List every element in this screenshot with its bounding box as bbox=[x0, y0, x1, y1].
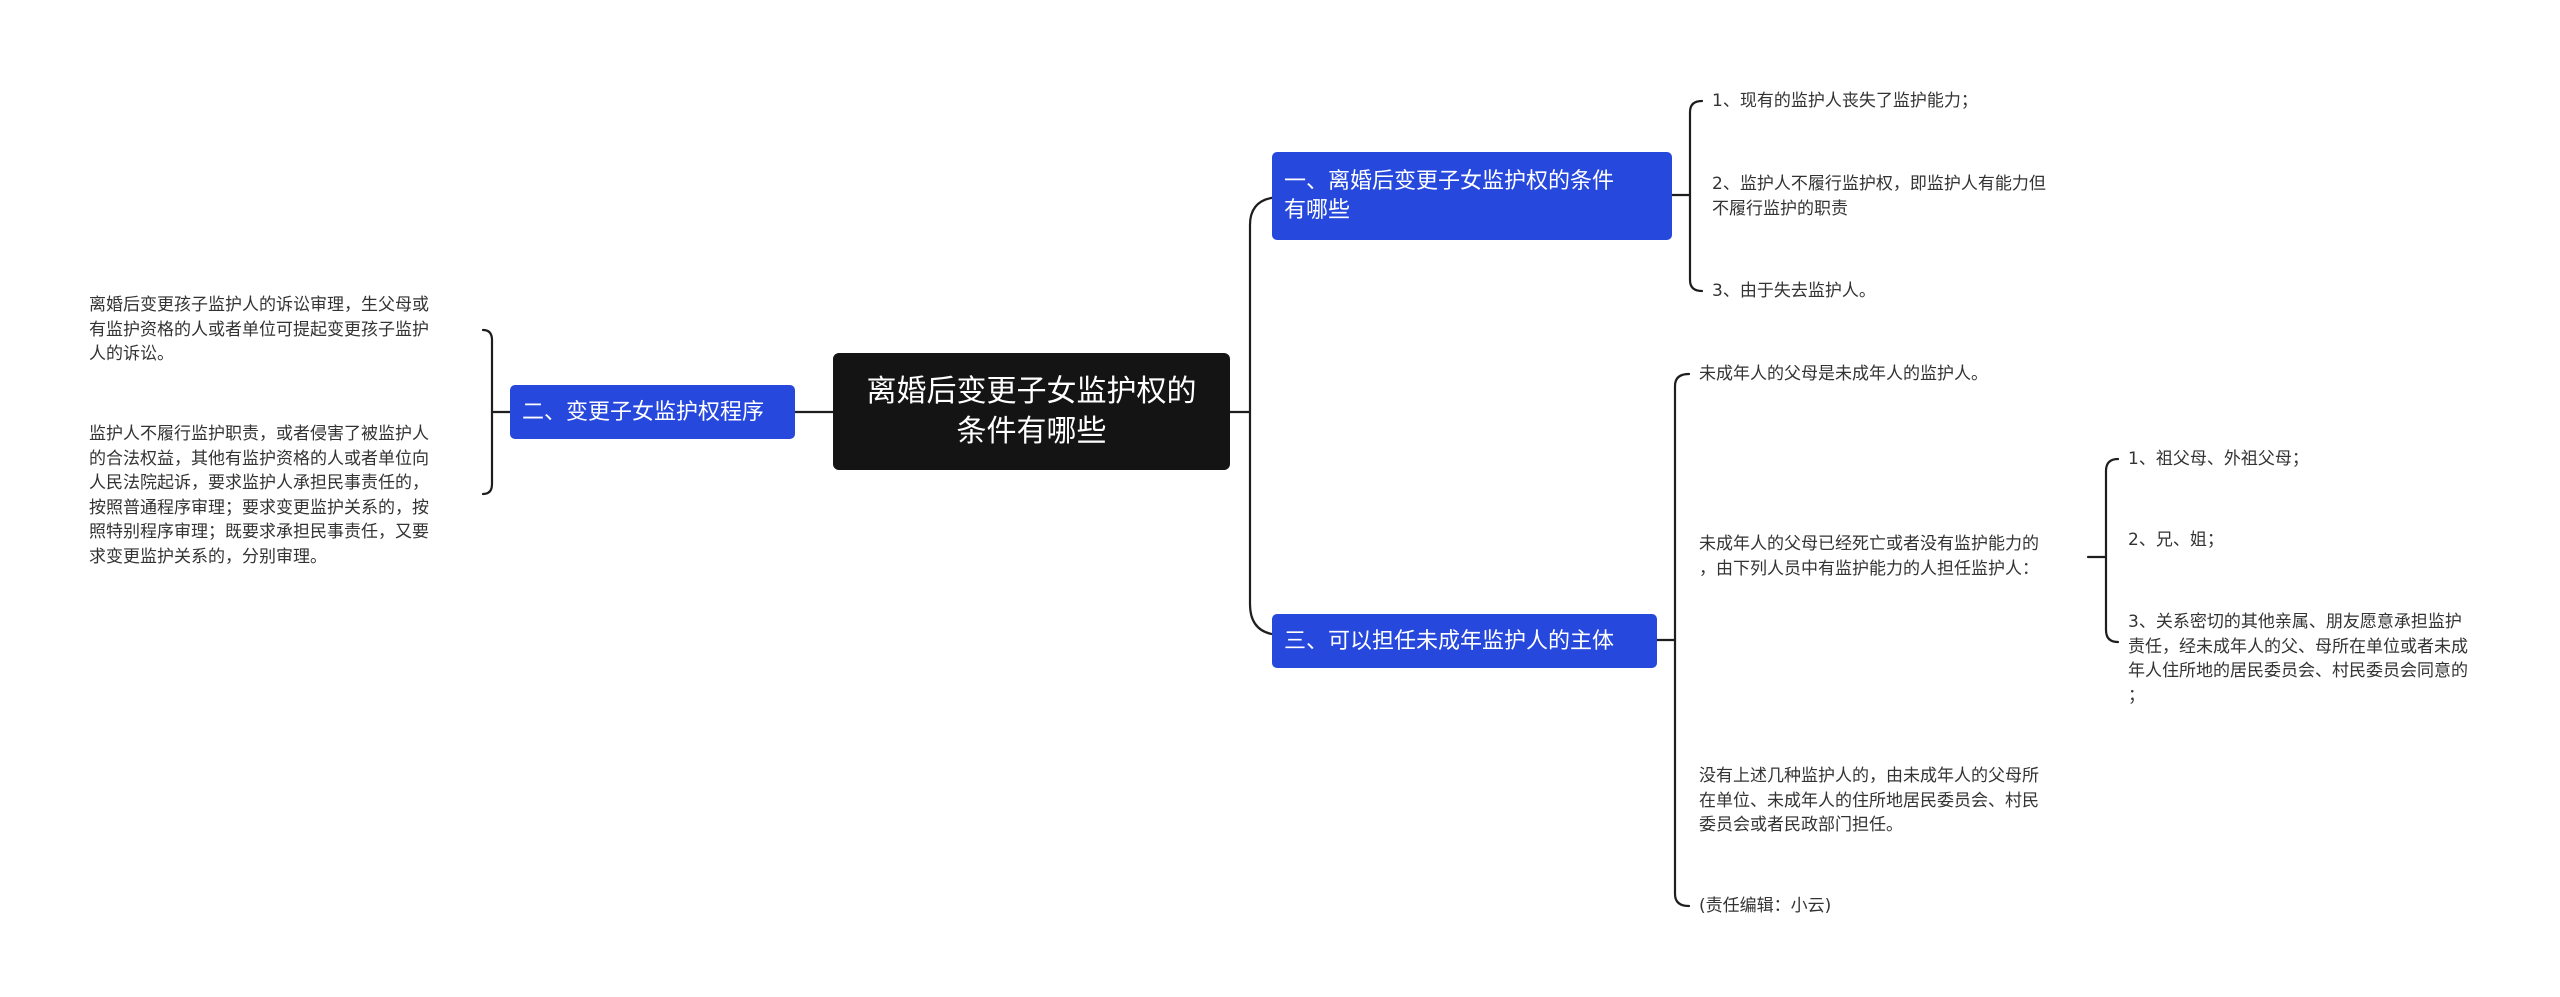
branch-procedure-label: 二、变更子女监护权程序 bbox=[522, 399, 765, 425]
condition-item-3: 3、由于失去监护人。 bbox=[1712, 281, 1876, 301]
condition-item-2: 2、监护人不履行监护权，即监护人有能力但 不履行监护的职责 bbox=[1712, 174, 2046, 219]
connector-right-trunk bbox=[1248, 195, 1284, 637]
branch-procedure[interactable]: 二、变更子女监护权程序 bbox=[510, 385, 795, 439]
guardian-sub-item-3: 3、关系密切的其他亲属、朋友愿意承担监护 责任，经未成年人的父、母所在单位或者未… bbox=[2128, 612, 2468, 706]
connector-left-bracket bbox=[481, 328, 494, 496]
branch-subjects[interactable]: 三、可以担任未成年监护人的主体 bbox=[1272, 614, 1657, 668]
subject-item-4: (责任编辑：小云) bbox=[1699, 896, 1832, 916]
branch-conditions-label: 一、离婚后变更子女监护权的条件 有哪些 bbox=[1284, 169, 1615, 223]
subject-item-1: 未成年人的父母是未成年人的监护人。 bbox=[1699, 364, 1988, 384]
guardian-sub-item-2: 2、兄、姐； bbox=[2128, 530, 2224, 550]
connector-b1-bracket bbox=[1688, 99, 1704, 293]
branch-subjects-label: 三、可以担任未成年监护人的主体 bbox=[1284, 628, 1615, 654]
guardian-sub-item-1: 1、祖父母、外祖父母； bbox=[2128, 449, 2309, 469]
subject-item-2: 未成年人的父母已经死亡或者没有监护能力的 ，由下列人员中有监护能力的人担任监护人… bbox=[1699, 534, 2039, 579]
procedure-item-2: 监护人不履行监护职责，或者侵害了被监护人 的合法权益，其他有监护资格的人或者单位… bbox=[89, 424, 429, 567]
connector-b3-bracket bbox=[1673, 372, 1691, 908]
procedure-item-1: 离婚后变更孩子监护人的诉讼审理，生父母或 有监护资格的人或者单位可提起变更孩子监… bbox=[89, 295, 429, 364]
branch-conditions[interactable]: 一、离婚后变更子女监护权的条件 有哪些 bbox=[1272, 152, 1672, 240]
central-topic-label: 离婚后变更子女监护权的 条件有哪些 bbox=[866, 373, 1197, 449]
subject-item-3: 没有上述几种监护人的，由未成年人的父母所 在单位、未成年人的住所地居民委员会、村… bbox=[1699, 766, 2039, 835]
condition-item-1: 1、现有的监护人丧失了监护能力； bbox=[1712, 91, 1978, 111]
central-topic[interactable]: 离婚后变更子女监护权的 条件有哪些 bbox=[833, 353, 1230, 470]
connector-sub-bracket bbox=[2104, 457, 2120, 644]
